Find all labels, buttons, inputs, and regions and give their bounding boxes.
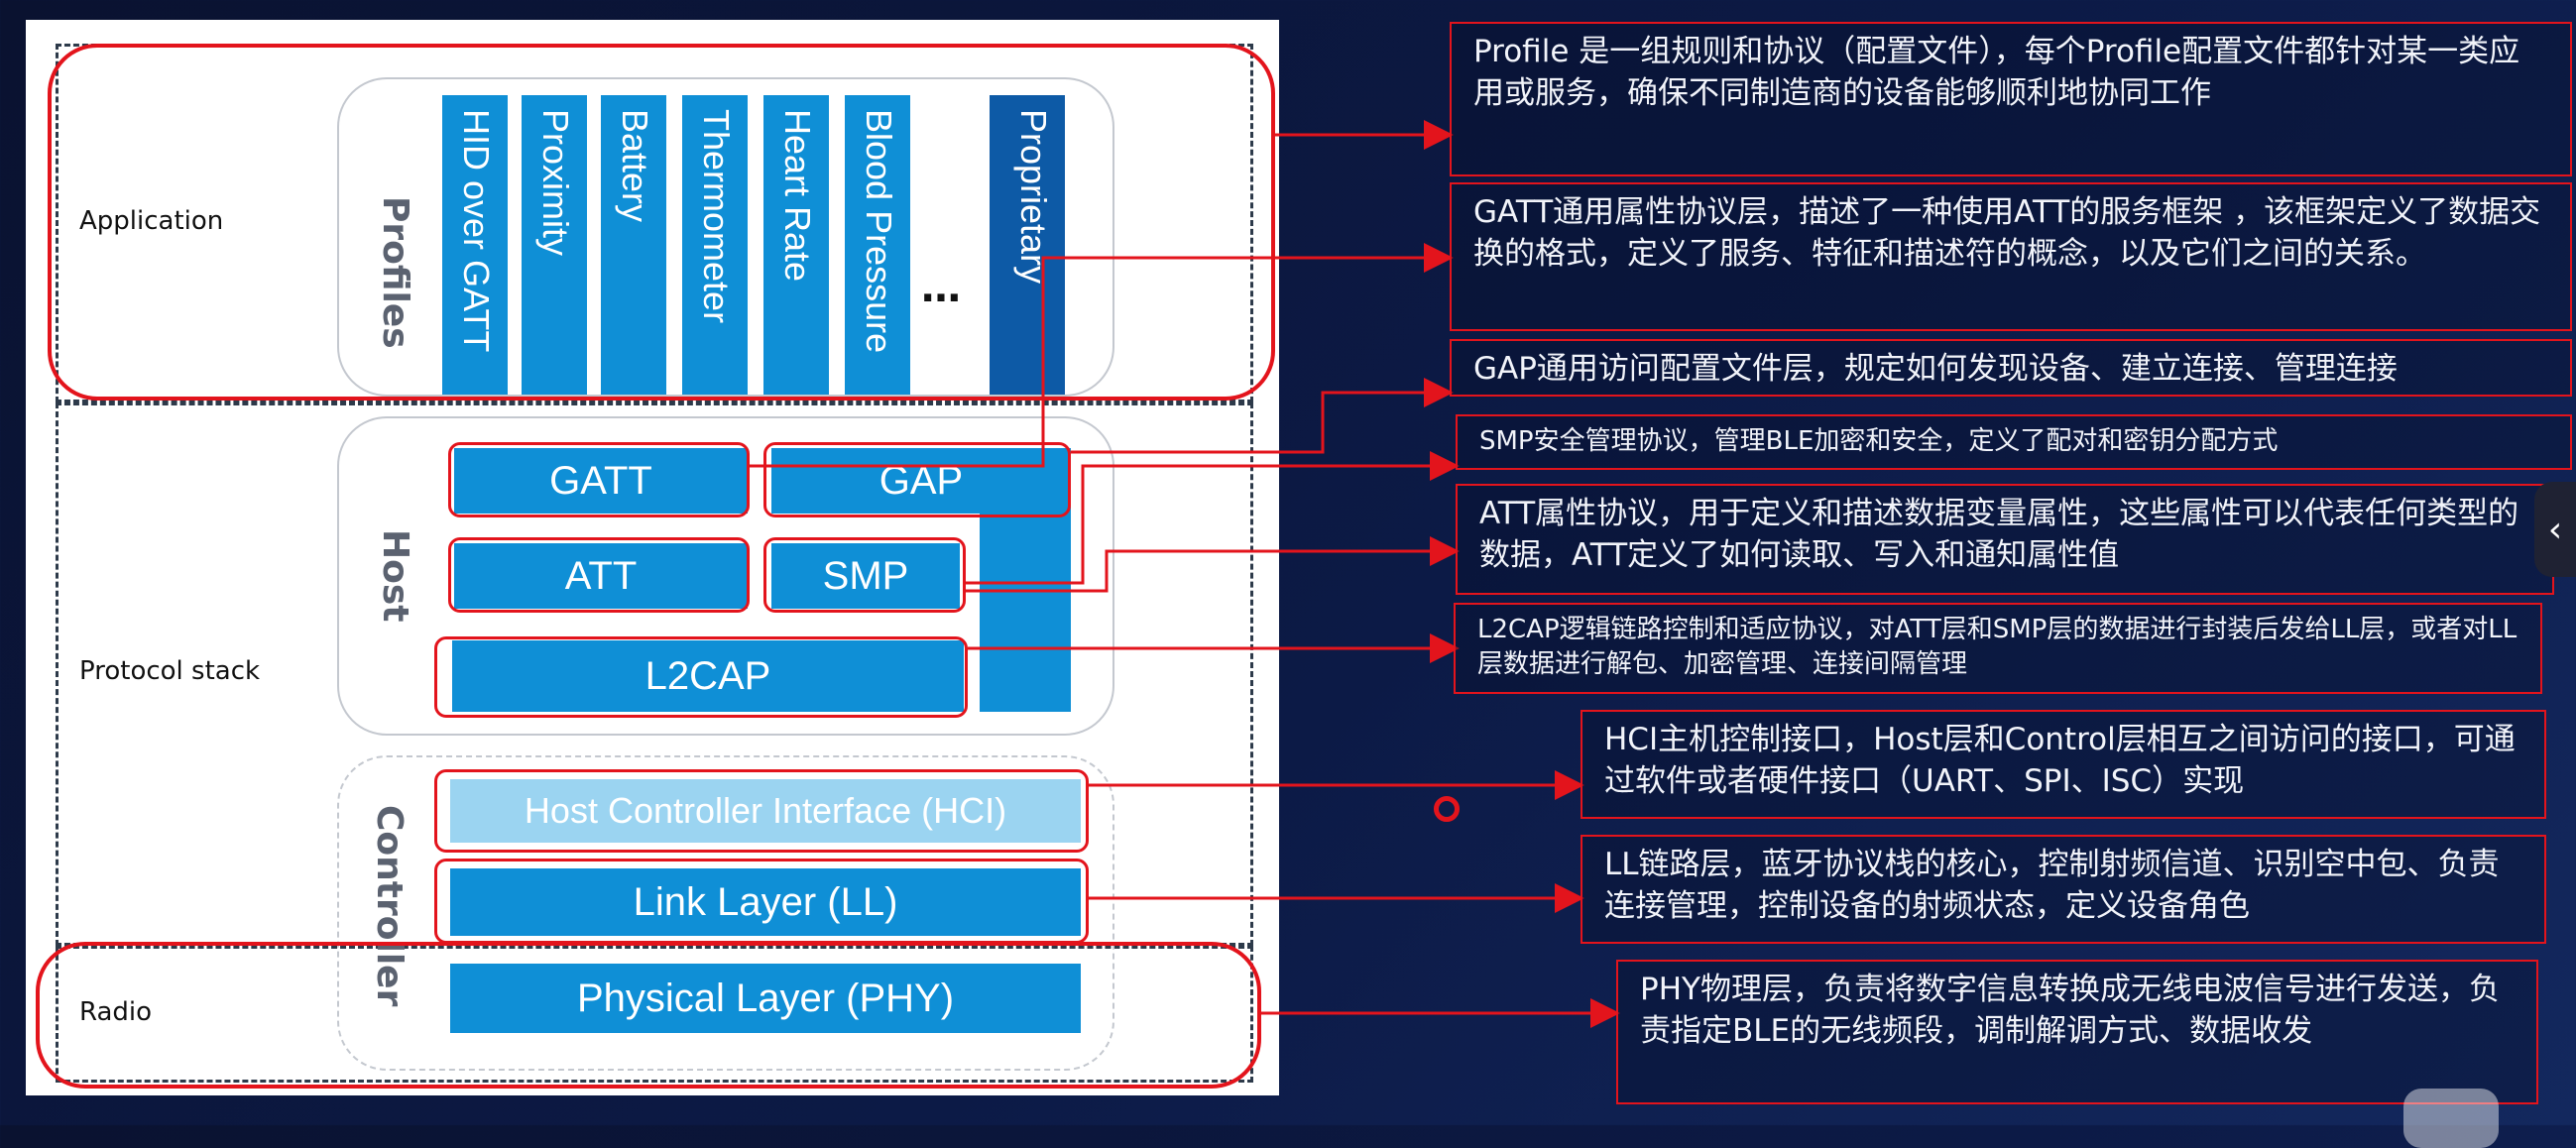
- highlight-application: [48, 44, 1275, 401]
- annotation-l2cap: L2CAP逻辑链路控制和适应协议，对ATT层和SMP层的数据进行封装后发给LL层…: [1454, 603, 2542, 694]
- layer-att: ATT: [454, 543, 748, 609]
- connector-arrows: [750, 120, 1620, 1028]
- layer-smp: SMP: [771, 543, 960, 609]
- corner-badge-icon: [2403, 1089, 2499, 1148]
- highlight-att: [448, 537, 750, 613]
- highlight-hci: [434, 769, 1089, 853]
- target-circle-icon: [1434, 796, 1460, 822]
- profile-hid-over-gatt: HID over GATT: [442, 95, 508, 395]
- annotation-ll: LL链路层，蓝牙协议栈的核心，控制射频信道、识别空中包、负责连接管理，控制设备的…: [1581, 835, 2546, 944]
- profiles-group: [337, 77, 1114, 397]
- profile-blood-pressure: Blood Pressure: [845, 95, 910, 395]
- profile-proprietary: Proprietary: [990, 95, 1065, 395]
- section-label-protocol-stack: Protocol stack: [79, 656, 261, 686]
- arrow-smp: [966, 451, 1460, 585]
- annotation-gatt: GATT通用属性协议层，描述了一种使用ATT的服务框架 ，该框架定义了数据交换的…: [1450, 182, 2572, 331]
- annotation-hci: HCI主机控制接口，Host层和Control层相互之间访问的接口，可通过软件或…: [1581, 710, 2546, 819]
- controller-group: [337, 755, 1114, 1071]
- highlight-gap: [763, 442, 1071, 517]
- annotation-gap: GAP通用访问配置文件层，规定如何发现设备、建立连接、管理连接: [1450, 339, 2572, 397]
- chevron-left-icon[interactable]: ‹: [2534, 482, 2576, 577]
- profile-heart-rate: Heart Rate: [763, 95, 829, 395]
- highlight-radio: [36, 942, 1261, 1089]
- annotation-phy: PHY物理层，负责将数字信息转换成无线电波信号进行发送，负责指定BLE的无线频段…: [1616, 960, 2538, 1104]
- profile-thermometer: Thermometer: [682, 95, 748, 395]
- highlight-gatt: [448, 442, 750, 517]
- layer-gap-extension: [980, 448, 1071, 712]
- group-label-profiles: Profiles: [375, 196, 415, 349]
- annotation-smp: SMP安全管理协议，管理BLE加密和安全，定义了配对和密钥分配方式: [1456, 414, 2572, 470]
- layer-hci: Host Controller Interface (HCI): [450, 779, 1081, 843]
- annotation-profile: Profile 是一组规则和协议（配置文件），每个Profile配置文件都针对某…: [1450, 22, 2572, 176]
- radio-frame: [56, 946, 1253, 1083]
- layer-ll: Link Layer (LL): [450, 868, 1081, 936]
- group-label-host: Host: [375, 529, 415, 623]
- layer-phy: Physical Layer (PHY): [450, 964, 1081, 1033]
- arrow-gap: [1071, 378, 1454, 454]
- highlight-ll: [434, 859, 1089, 944]
- section-label-radio: Radio: [79, 997, 153, 1027]
- arrow-gatt: [750, 243, 1454, 468]
- profile-battery: Battery: [601, 95, 666, 395]
- layer-l2cap: L2CAP: [452, 640, 964, 712]
- profile-proximity: Proximity: [522, 95, 587, 395]
- annotation-att: ATT属性协议，用于定义和描述数据变量属性，这些属性可以代表任何类型的数据，AT…: [1456, 484, 2554, 595]
- group-label-controller: Controller: [369, 805, 410, 1007]
- layer-gatt: GATT: [454, 448, 748, 514]
- highlight-l2cap: [434, 636, 968, 718]
- highlight-smp: [763, 537, 966, 613]
- profile-ellipsis: …: [921, 266, 961, 311]
- host-group: [337, 416, 1114, 736]
- section-label-application: Application: [79, 206, 224, 236]
- arrow-att: [966, 536, 1460, 593]
